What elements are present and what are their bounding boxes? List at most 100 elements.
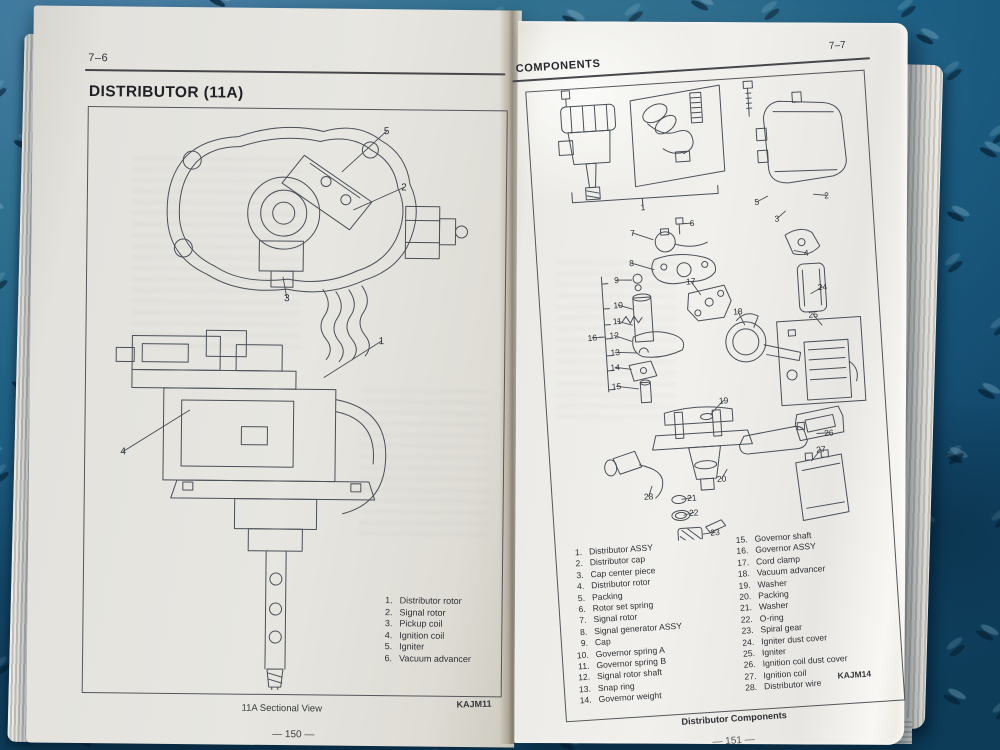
callout-number: 24 [817,282,827,293]
callout-number: 20 [717,473,727,484]
parts-list-row: 6.Vacuum advancer [384,653,471,665]
callout-leader-line [776,210,786,220]
callout-number: 26 [824,427,834,438]
parts-list-row: 2.Signal rotor [384,606,446,618]
callout-leader-line [282,276,288,299]
right-page: COMPONENTS 7–7 [512,20,908,748]
callout-number: 5 [384,126,390,137]
sectional-view-drawing: 5 2 3 1 4 [115,126,469,693]
callout-leader-line [811,448,822,462]
callout-number: 23 [710,527,720,538]
callout-number: 25 [808,309,818,320]
callout-number: 3 [284,293,290,304]
cord-clamp-art [784,228,821,256]
callout-leader-line [816,432,830,434]
parts-list-row: 5.Igniter [384,641,425,652]
callout-leader-line [681,222,693,225]
callout-number: 13 [610,347,620,358]
callout-number: 17 [686,276,696,287]
left-page-number-bottom: — 150 — [272,729,315,741]
section-header: COMPONENTS [515,57,601,76]
page-title: DISTRIBUTOR (11A) [88,83,244,102]
parts-list-row: 3.Pickup coil [384,618,443,629]
callout-number: 27 [816,444,826,455]
left-figure-code: KAJM11 [456,698,492,710]
callout-number: 2 [401,182,407,193]
distributor-cap-art [742,80,847,184]
callout-number: 4 [120,446,126,457]
igniter-art [776,315,867,407]
rotor-cluster-art [651,217,717,285]
callout-number: 14 [610,362,620,373]
parts-list-row: 4.Ignition coil [384,629,445,641]
callout-number: 6 [689,218,695,228]
callout-number: 28 [644,491,654,502]
callout-leader-line [615,385,640,390]
callout-leader-line [756,195,768,203]
callout-number: 18 [733,306,743,317]
callout-leader-line [793,250,807,254]
callout-leader-line [341,130,388,173]
callout-number: 5 [754,197,760,207]
callout-leader-line [683,512,695,516]
parts-list-row: 1.Distributor rotor [385,595,462,606]
callout-number: 9 [614,275,620,285]
igniter-dust-cover-art [796,262,828,313]
shaft-end-parts-art [671,495,727,545]
callout-leader-line [353,186,405,211]
vacuum-advancer-art [725,313,802,363]
callout-number: 15 [611,381,621,392]
callout-leader-line [616,279,633,281]
callout-leader-line [591,336,602,339]
callout-leader-line [617,304,633,310]
callout-leader-line [690,280,702,296]
callout-leader-line [810,286,823,295]
callout-number: 1 [640,202,646,212]
callout-number: 4 [804,248,810,258]
callout-number: 3 [774,213,780,223]
distributor-assy-art [558,90,719,204]
right-page-number-top: 7–7 [828,39,846,52]
callout-leader-line [721,468,728,480]
distributor-wire-art [604,450,664,499]
left-figure-caption: 11A Sectional View [241,702,323,715]
callout-leader-line [616,320,633,326]
left-page-number-top: 7–6 [88,52,109,65]
distributor-wire-panel-art [629,84,726,188]
callout-number: 2 [824,190,830,200]
cap-piece-art [687,284,732,322]
callout-number: 21 [687,492,697,503]
callout-number: 12 [609,330,619,341]
callout-leader-line [632,232,654,241]
callout-number: 8 [629,258,635,268]
callout-leader-line [631,262,655,271]
exploded-view-drawing: 1235467891011121314151617182425192021222… [558,80,867,545]
distributor-section-view-art [115,329,387,693]
right-page-content: COMPONENTS 7–7 [511,27,924,750]
callout-leader-line [613,334,633,342]
callout-leader-line [614,366,632,370]
callout-number: 19 [719,395,729,406]
governor-parts-art [598,273,685,404]
callout-leader-line [812,314,823,326]
callout-leader-line [614,351,637,354]
callout-leader-line [813,193,828,196]
callout-leader-line [323,340,382,378]
housing-assy-art [652,406,753,491]
header-rule [85,69,506,76]
callout-number: 16 [587,332,597,343]
ignition-coil-art [794,405,850,522]
left-page: 7–6 DISTRIBUTOR (11A) [26,5,522,748]
callout-leader-line [702,531,716,535]
callout-leader-line [681,497,693,500]
callout-leader-line [709,399,725,415]
callout-number: 1 [379,336,385,347]
callout-number: 22 [689,507,699,518]
callout-leader-line [122,409,191,452]
housing-clamp-art [739,421,808,455]
callout-leader-line [737,310,746,326]
distributor-top-view-art [166,126,469,363]
